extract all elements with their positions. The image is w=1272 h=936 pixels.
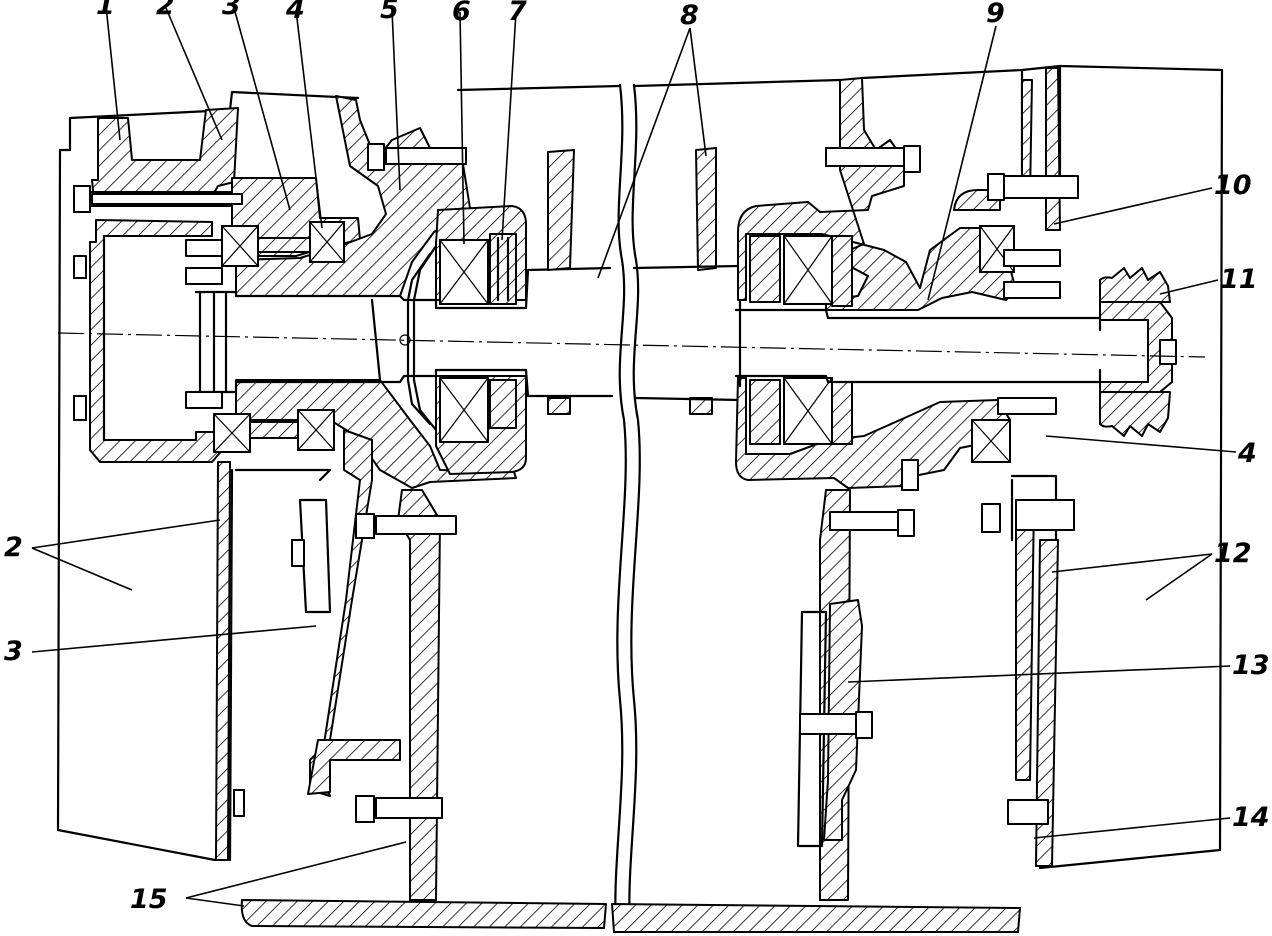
label-8: 8 [680,0,699,31]
label-4-right: 4 [1237,438,1257,469]
label-11: 11 [1220,264,1258,295]
right-shaft-9 [734,298,1102,388]
label-2: 2 [156,0,175,21]
label-2-lower: 2 [4,532,23,563]
leader-lines [31,5,1237,907]
centerline [57,332,1206,358]
part-labels: 1 2 3 4 5 6 7 8 9 10 11 2 3 4 12 13 14 1… [4,0,1270,915]
label-14: 14 [1232,802,1270,833]
label-9: 9 [986,0,1005,29]
left-bearings-4 [213,221,345,453]
coupling-8 [547,147,742,415]
label-5: 5 [380,0,399,25]
base-plate [240,899,1021,933]
label-6: 6 [452,0,471,27]
label-12: 12 [1214,538,1252,569]
label-7: 7 [508,0,527,27]
left-bolts [73,143,467,823]
left-outer-frame [56,90,360,862]
label-13: 13 [1232,650,1270,681]
left-seals-7 [489,233,517,429]
label-3: 3 [222,0,241,21]
label-3-lower: 3 [4,636,23,667]
label-1: 1 [96,0,115,21]
label-10: 10 [1214,170,1252,201]
right-bolts [799,145,1079,825]
right-pulley-11 [1099,267,1177,437]
label-15: 15 [130,884,168,915]
label-4: 4 [285,0,305,25]
right-bearings [749,225,1015,463]
left-plates [215,429,441,901]
